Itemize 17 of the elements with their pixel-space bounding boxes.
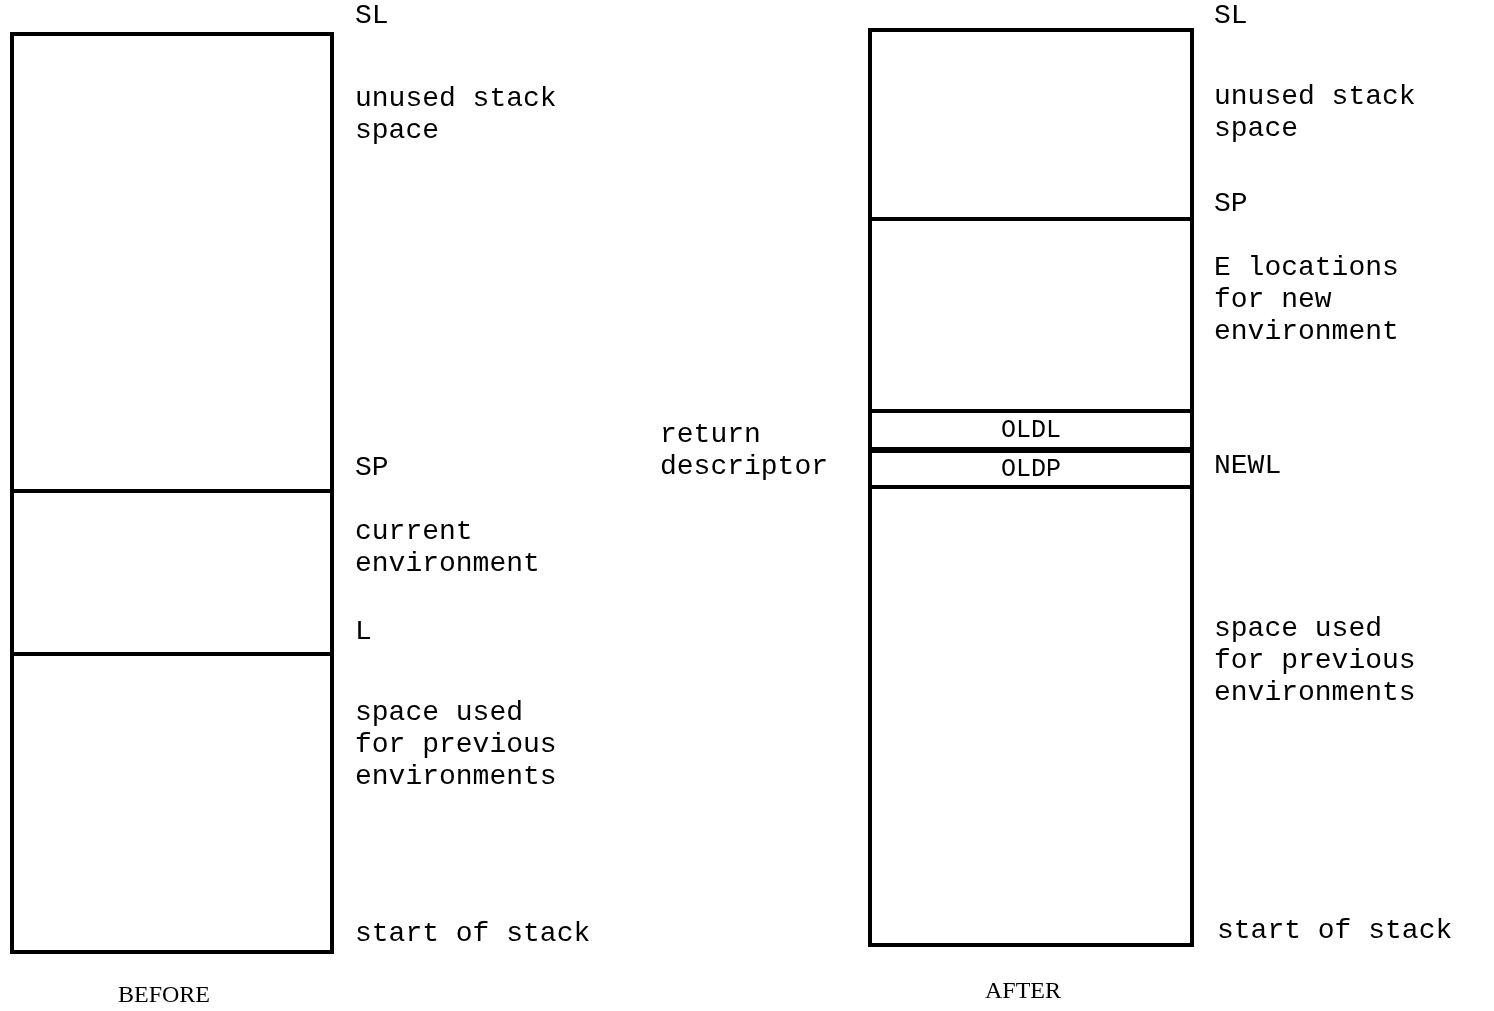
pointer-label: SL <box>1214 0 1248 32</box>
pointer-label: L <box>355 616 372 648</box>
pointer-label: SL <box>355 0 389 32</box>
region-label: return descriptor <box>660 419 830 483</box>
pointer-label: SP <box>1214 188 1248 220</box>
region-label: current environment <box>355 516 541 580</box>
region-label: unused stack space <box>1214 81 1417 145</box>
region-label: E locations for new environment <box>1214 252 1400 348</box>
region-label: space used for previous environments <box>355 697 558 793</box>
pointer-label: SP <box>355 452 389 484</box>
caption: AFTER <box>985 976 1061 1004</box>
region-label: space used for previous environments <box>1214 613 1417 709</box>
region-label: unused stack space <box>355 83 558 147</box>
region-label: start of stack <box>355 918 591 950</box>
pointer-label: NEWL <box>1214 450 1282 482</box>
caption: BEFORE <box>118 980 210 1008</box>
region-label: start of stack <box>1217 915 1453 947</box>
